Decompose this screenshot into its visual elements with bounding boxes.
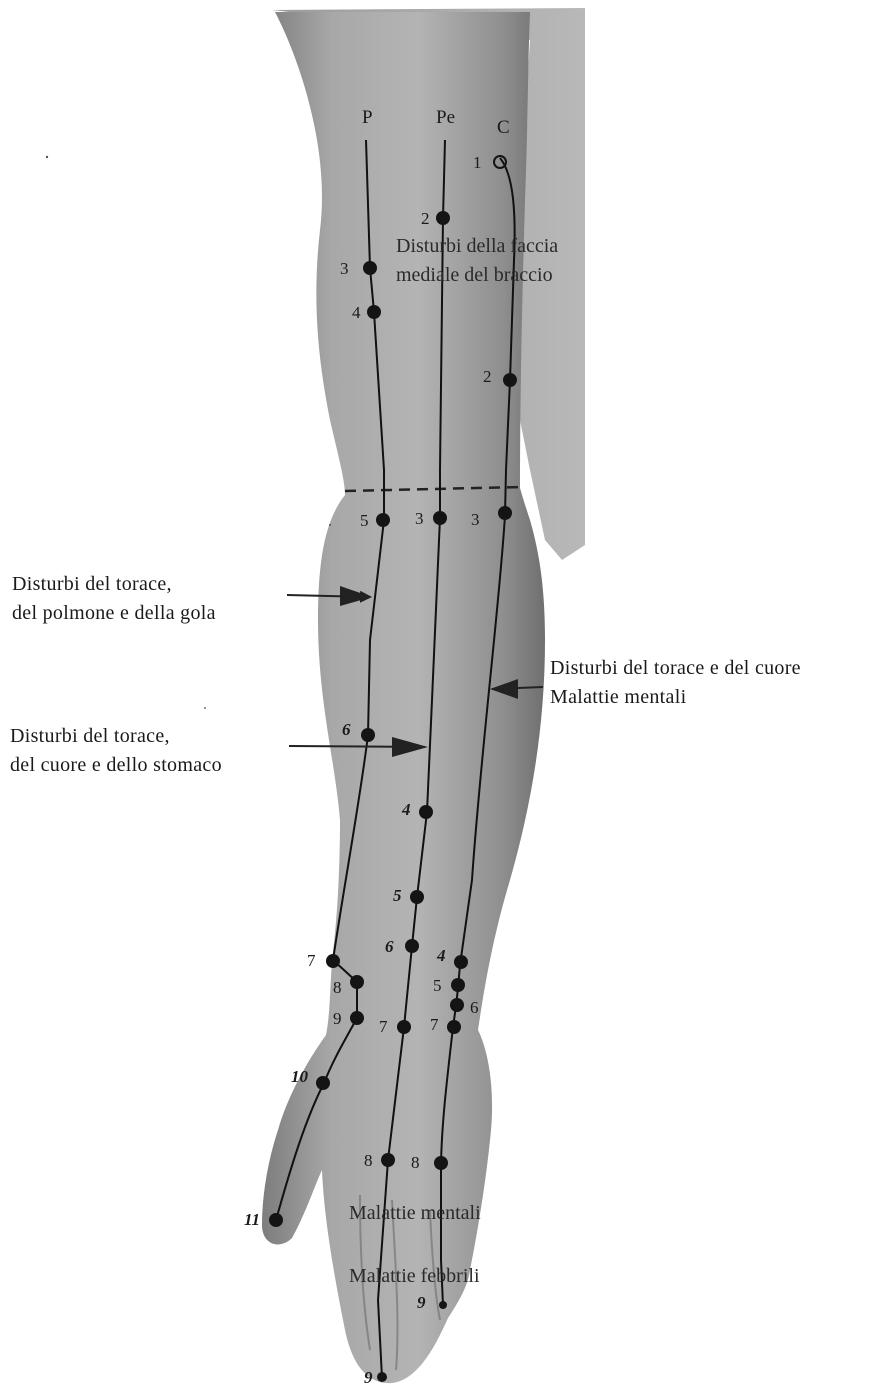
point-P-9	[350, 1011, 364, 1025]
point-label-P-5: 5	[360, 511, 369, 530]
caption-torace-cuore-line1: Disturbi del torace e del cuore	[550, 657, 801, 679]
point-label-Pe-2: 2	[421, 209, 430, 228]
point-label-Pe-4: 4	[401, 800, 411, 819]
point-P-4	[367, 305, 381, 319]
point-C-4	[454, 955, 468, 969]
point-label-P-7: 7	[307, 951, 316, 970]
point-label-P-3: 3	[340, 259, 349, 278]
caption-malattie-febbrili: Malattie febbrili	[349, 1265, 480, 1287]
point-C-8	[434, 1156, 448, 1170]
point-P-11	[269, 1213, 283, 1227]
point-label-C-8: 8	[411, 1153, 420, 1172]
point-label-C-9: 9	[417, 1293, 426, 1312]
point-C-2	[503, 373, 517, 387]
point-label-P-6: 6	[342, 720, 351, 739]
point-label-P-11: 11	[244, 1210, 260, 1229]
point-label-C-5: 5	[433, 976, 442, 995]
point-Pe-8	[381, 1153, 395, 1167]
point-C-7	[447, 1020, 461, 1034]
point-C-3	[498, 506, 512, 520]
caption-torace-stomaco-line1: Disturbi del torace,	[10, 725, 170, 747]
arm-silhouette	[262, 12, 545, 1383]
meridian-label-P: P	[362, 107, 373, 128]
point-label-P-8: 8	[333, 978, 342, 997]
point-P-10	[316, 1076, 330, 1090]
point-label-Pe-3: 3	[415, 509, 424, 528]
point-P-8	[350, 975, 364, 989]
point-Pe-2	[436, 211, 450, 225]
paper-speck	[204, 707, 206, 709]
paper-speck	[46, 156, 48, 158]
point-label-C-4: 4	[436, 946, 446, 965]
point-C-6	[450, 998, 464, 1012]
caption-faccia-mediale-line2: mediale del braccio	[396, 264, 553, 286]
point-label-Pe-5: 5	[393, 886, 402, 905]
point-label-C-1: 1	[473, 153, 482, 172]
point-C-5	[451, 978, 465, 992]
point-Pe-5	[410, 890, 424, 904]
point-label-C-7: 7	[430, 1015, 439, 1034]
point-C-9	[439, 1301, 447, 1309]
caption-torace-cuore-line2: Malattie mentali	[550, 686, 687, 708]
point-Pe-7	[397, 1020, 411, 1034]
point-P-6	[361, 728, 375, 742]
point-Pe-9	[377, 1372, 387, 1382]
point-P-3	[363, 261, 377, 275]
caption-malattie-mentali: Malattie mentali	[349, 1202, 481, 1224]
point-label-P-9: 9	[333, 1009, 342, 1028]
point-label-Pe-8: 8	[364, 1151, 373, 1170]
paper-speck	[329, 524, 331, 526]
caption-faccia-mediale-line1: Disturbi della faccia	[396, 235, 558, 257]
point-label-Pe-6: 6	[385, 937, 394, 956]
meridian-label-C: C	[497, 117, 510, 138]
point-Pe-4	[419, 805, 433, 819]
point-label-C-6: 6	[470, 998, 479, 1017]
point-label-Pe-7: 7	[379, 1017, 388, 1036]
point-Pe-6	[405, 939, 419, 953]
point-P-5	[376, 513, 390, 527]
point-label-Pe-9: 9	[364, 1368, 373, 1387]
point-label-C-3: 3	[471, 510, 480, 529]
caption-torace-polmone-line2: del polmone e della gola	[12, 602, 216, 624]
point-label-C-2: 2	[483, 367, 492, 386]
point-Pe-3	[433, 511, 447, 525]
caption-torace-stomaco-line2: del cuore e dello stomaco	[10, 754, 222, 776]
point-label-P-10: 10	[291, 1067, 309, 1086]
point-label-P-4: 4	[352, 303, 361, 322]
caption-torace-polmone-line1: Disturbi del torace,	[12, 573, 172, 595]
meridian-label-Pe: Pe	[436, 107, 455, 128]
point-P-7	[326, 954, 340, 968]
